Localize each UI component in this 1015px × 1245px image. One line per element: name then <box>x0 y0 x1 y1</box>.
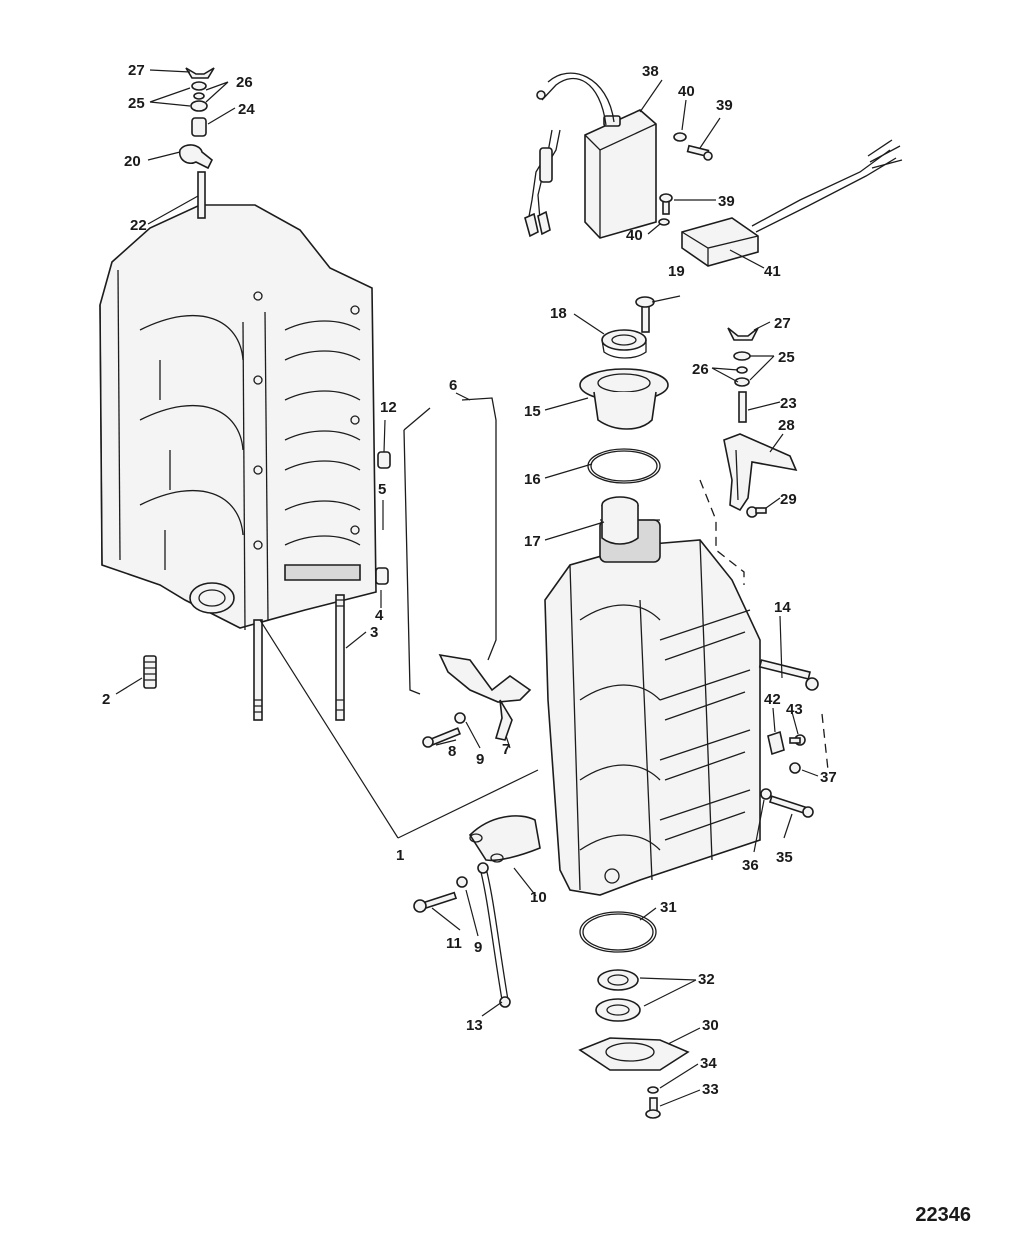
callout-39a: 39 <box>716 97 733 114</box>
callout-38: 38 <box>642 63 659 80</box>
callout-5: 5 <box>378 481 386 498</box>
screw-33 <box>645 1097 661 1119</box>
long-studs-3 <box>253 594 345 721</box>
callout-36: 36 <box>742 857 759 874</box>
callout-40a: 40 <box>678 83 695 100</box>
callout-25a: 25 <box>128 95 145 112</box>
washers-25-26-left <box>190 81 208 112</box>
screw-35 <box>768 795 814 818</box>
callout-15: 15 <box>524 403 541 420</box>
callout-12: 12 <box>380 399 397 416</box>
rectifier-41 <box>681 139 903 267</box>
callout-25b: 25 <box>778 349 795 366</box>
screw-19 <box>635 296 655 333</box>
lockwasher-34 <box>647 1086 659 1094</box>
main-bearing-7 <box>438 653 532 741</box>
wing-nut-27-right <box>727 327 759 341</box>
bleed-hose-6 <box>403 397 497 695</box>
callout-33: 33 <box>702 1081 719 1098</box>
callout-labels: 27 26 25 24 20 22 12 5 4 3 2 6 1 8 9 7 1… <box>102 62 837 1098</box>
callout-18: 18 <box>550 305 567 322</box>
screw-39-upper <box>686 144 713 161</box>
screw-29 <box>746 506 767 518</box>
bracket-28 <box>723 433 798 512</box>
callout-14: 14 <box>774 599 791 616</box>
spacer-37 <box>789 762 801 774</box>
screw-43 <box>789 734 806 746</box>
main-bearing-10 <box>468 815 541 863</box>
dowel-pin-4 <box>375 567 389 585</box>
stud-2 <box>143 655 157 689</box>
callout-37: 37 <box>820 769 837 786</box>
washer-40-upper <box>673 132 687 142</box>
washer-40-lower <box>658 218 670 226</box>
callout-40b: 40 <box>626 227 643 244</box>
callout-19: 19 <box>668 263 685 280</box>
callout-27a: 27 <box>128 62 145 79</box>
screw-11 <box>413 891 458 913</box>
callout-29: 29 <box>780 491 797 508</box>
callout-3: 3 <box>370 624 378 641</box>
callout-31: 31 <box>660 899 677 916</box>
callout-41: 41 <box>764 263 781 280</box>
callout-8: 8 <box>448 743 456 760</box>
clip-42 <box>767 730 785 756</box>
figure-number: 22346 <box>915 1204 971 1226</box>
callout-6: 6 <box>449 377 457 394</box>
dowel-pin-12 <box>377 451 391 469</box>
screw-14 <box>758 659 819 691</box>
stud-22 <box>197 171 206 219</box>
callout-9b: 9 <box>474 939 482 956</box>
callout-43: 43 <box>786 701 803 718</box>
callout-9a: 9 <box>476 751 484 768</box>
callout-26b: 26 <box>692 361 709 378</box>
spacer-24 <box>191 117 207 137</box>
callout-1: 1 <box>396 847 404 864</box>
screw-8 <box>422 727 462 748</box>
washer-36 <box>760 788 772 800</box>
callout-27b: 27 <box>774 315 791 332</box>
callout-26a: 26 <box>236 74 253 91</box>
ground-strap-13 <box>477 862 511 1008</box>
leader-lines <box>115 69 819 1107</box>
callout-22: 22 <box>130 217 147 234</box>
bearing-cage-15 <box>579 368 669 430</box>
callout-11: 11 <box>446 935 462 952</box>
o-ring-16 <box>587 448 661 484</box>
callout-32: 32 <box>698 971 715 988</box>
clamp-20 <box>178 144 214 170</box>
callout-2: 2 <box>102 691 110 708</box>
switch-box-38 <box>524 72 657 239</box>
o-ring-31 <box>579 911 657 953</box>
roller-bearing-17 <box>601 496 639 545</box>
seals-32 <box>595 969 641 1022</box>
screw-39-lower <box>659 193 673 215</box>
callout-20: 20 <box>124 153 141 170</box>
washer-9-lower <box>456 876 468 888</box>
callout-28: 28 <box>778 417 795 434</box>
callout-35: 35 <box>776 849 793 866</box>
callout-13: 13 <box>466 1017 483 1034</box>
cylinder-block <box>99 204 377 631</box>
callout-7: 7 <box>502 741 510 758</box>
washers-25-26-right <box>733 351 751 387</box>
washer-9-upper <box>454 712 466 724</box>
callout-17: 17 <box>524 533 541 550</box>
callout-30: 30 <box>702 1017 719 1034</box>
callout-23: 23 <box>780 395 797 412</box>
wing-nut-27-left <box>185 67 215 79</box>
callout-42: 42 <box>764 691 781 708</box>
callout-16: 16 <box>524 471 541 488</box>
callout-34: 34 <box>700 1055 717 1072</box>
end-cap-30 <box>578 1037 690 1071</box>
callout-39b: 39 <box>718 193 735 210</box>
callout-10: 10 <box>530 889 547 906</box>
stud-23 <box>738 391 747 423</box>
seal-18 <box>601 329 647 359</box>
callout-24: 24 <box>238 101 255 118</box>
callout-4: 4 <box>375 607 384 624</box>
crankcase-cover <box>544 519 761 896</box>
